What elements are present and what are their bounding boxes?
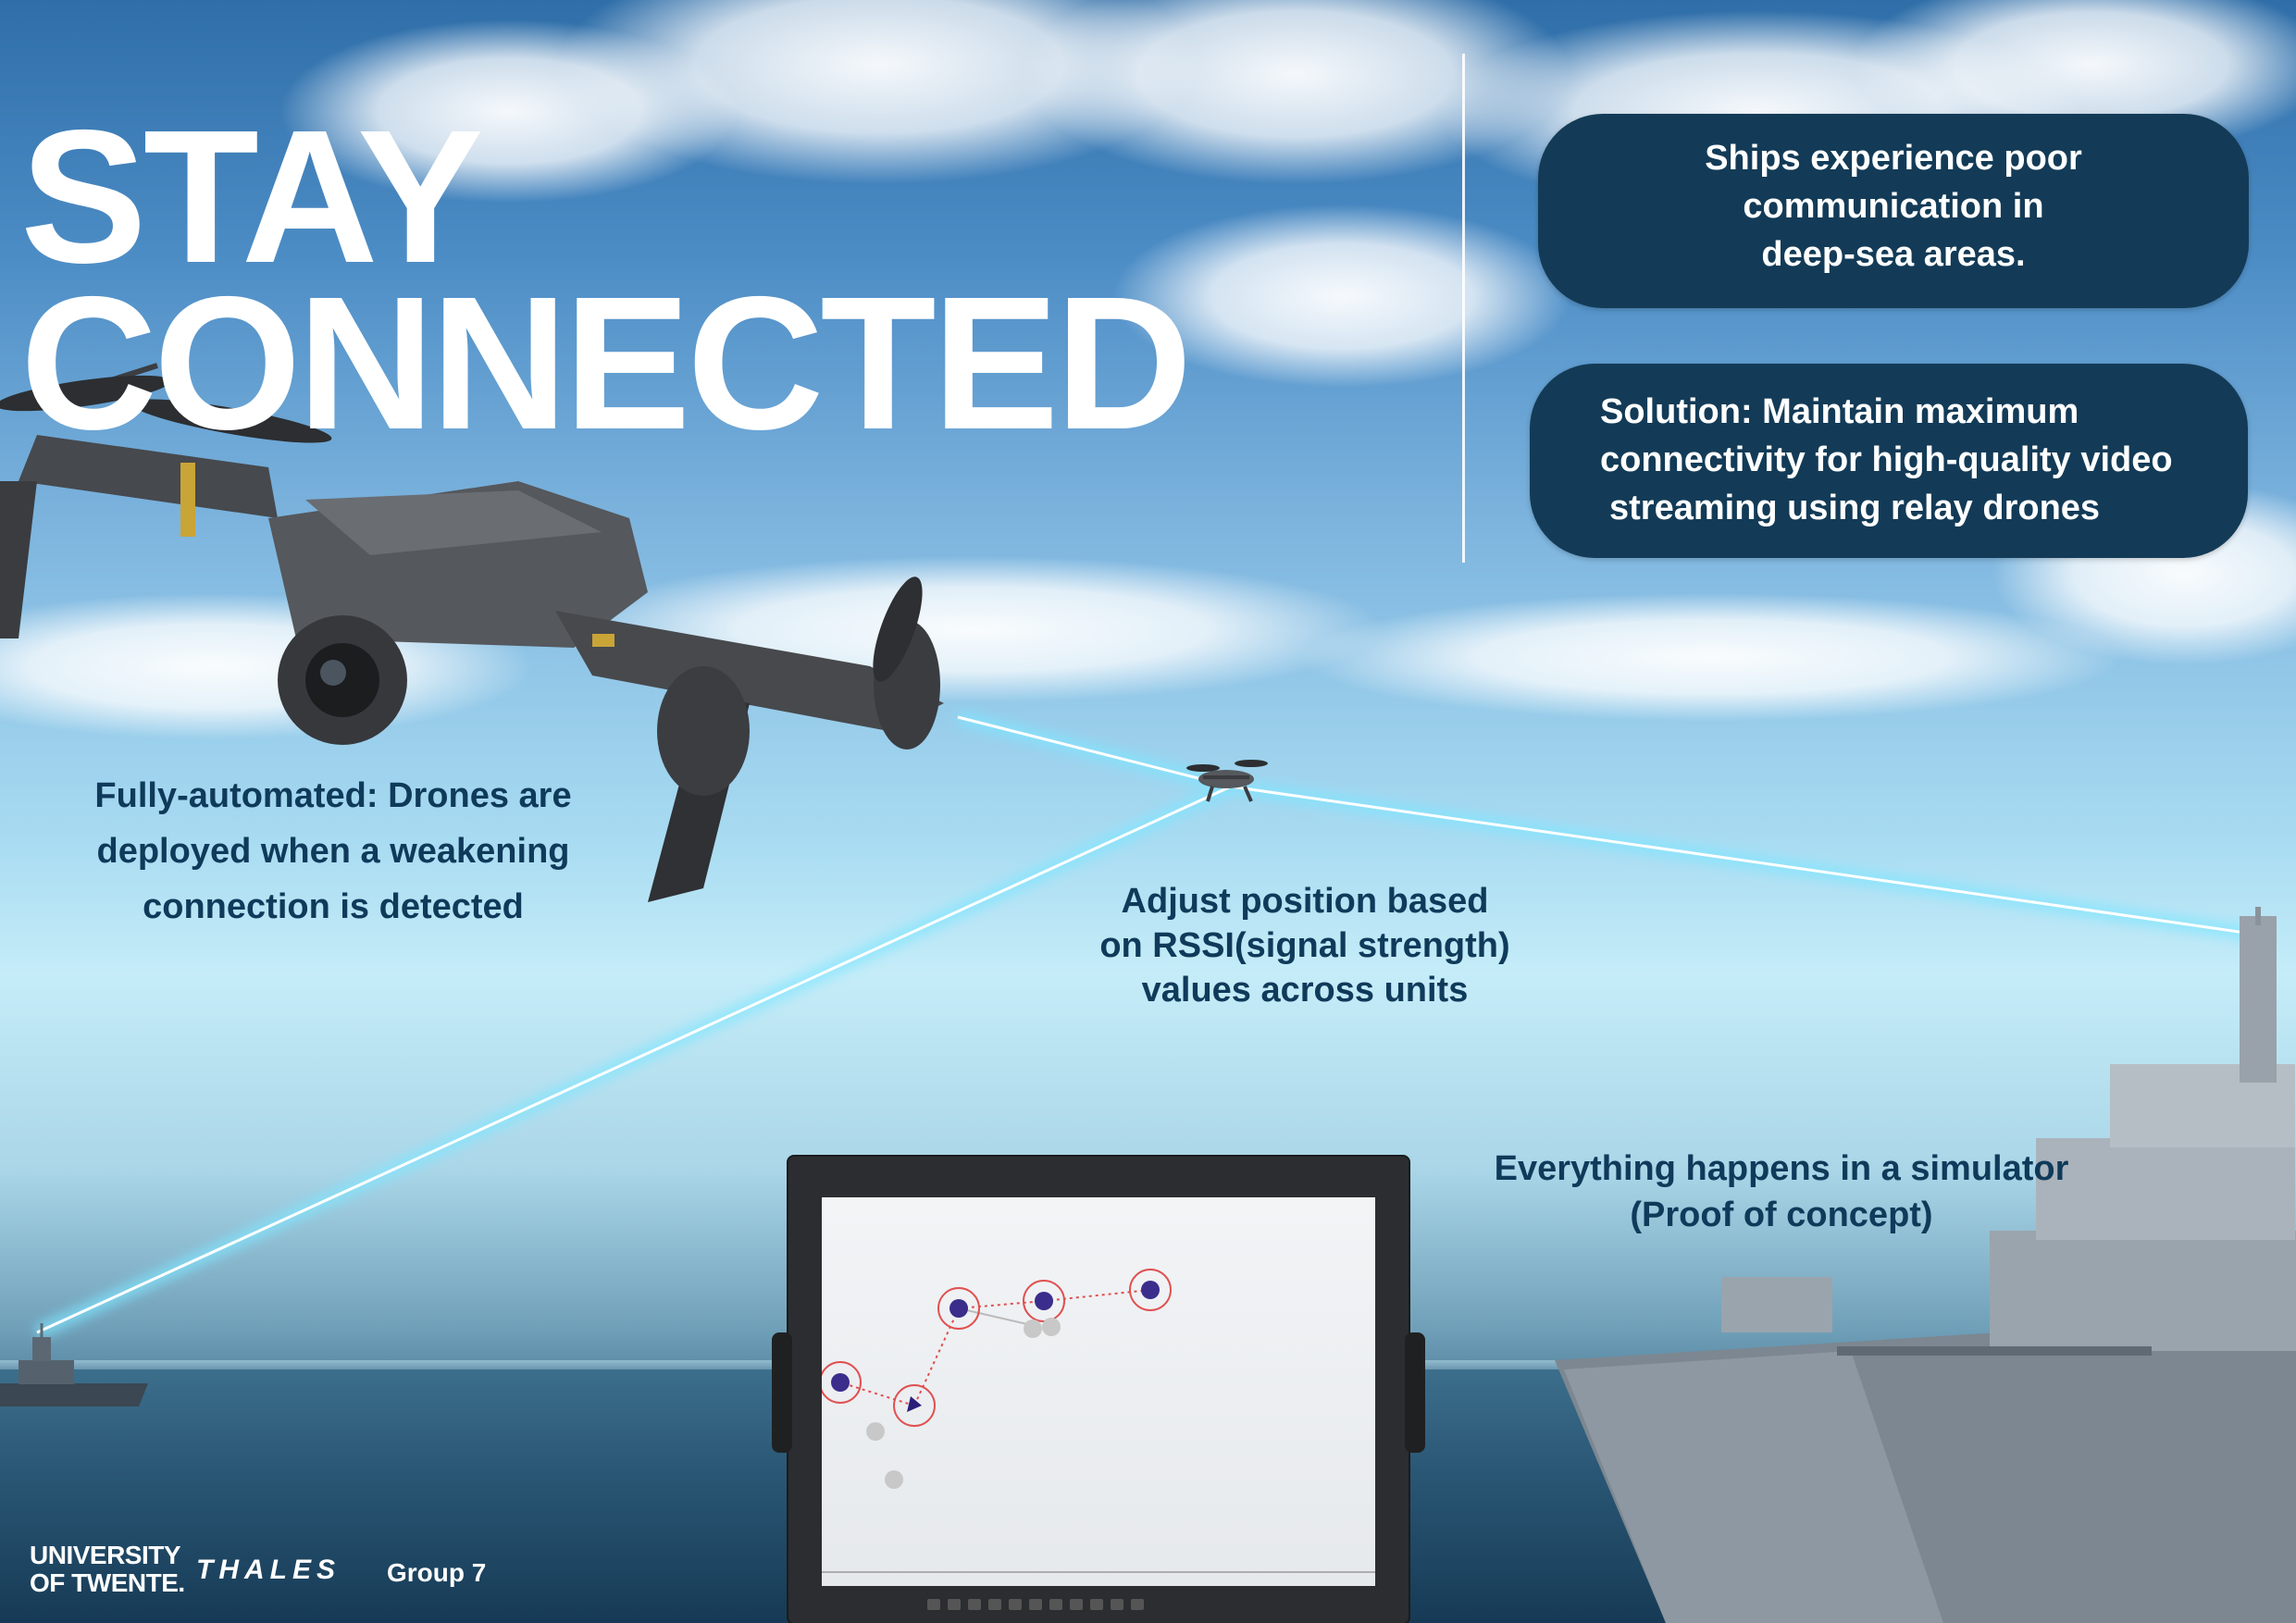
monitor-handle	[772, 1332, 792, 1453]
ghost-node	[1024, 1319, 1042, 1338]
cloud	[278, 19, 740, 204]
problem-line: deep-sea areas.	[1761, 235, 2026, 274]
drone-node	[819, 1361, 862, 1404]
cloud	[1296, 592, 2128, 722]
simulator-screen	[819, 1197, 1375, 1586]
beam-drone-to-relay	[957, 715, 1232, 788]
monitor-icon	[772, 1157, 1425, 1623]
rssi-line: Adjust position based	[1121, 882, 1489, 921]
rssi-caption: Adjust position based on RSSI(signal str…	[1036, 879, 1573, 1012]
group-label: Group 7	[387, 1558, 487, 1587]
university-line: UNIVERSITY	[30, 1541, 181, 1569]
divider-line	[1462, 54, 1465, 563]
university-line: OF TWENTE.	[30, 1568, 185, 1597]
simulator-visualization	[819, 1269, 1375, 1573]
drone-icon	[0, 363, 944, 902]
automation-line: Fully-automated: Drones are	[94, 776, 572, 815]
solution-line: connectivity for high-quality video	[1600, 440, 2173, 479]
simulator-line: (Proof of concept)	[1630, 1196, 1933, 1234]
rssi-line: values across units	[1141, 971, 1469, 1010]
solution-line: streaming using relay drones	[1609, 489, 2101, 527]
drone-node	[1129, 1269, 1172, 1311]
monitor-handle	[1405, 1332, 1425, 1453]
small-drone-icon	[1186, 760, 1268, 802]
monitor-controls	[927, 1599, 1270, 1612]
ghost-node	[885, 1470, 903, 1489]
drone-node	[937, 1287, 980, 1330]
automation-caption: Fully-automated: Drones are deployed whe…	[37, 768, 629, 935]
simulator-caption: Everything happens in a simulator (Proof…	[1444, 1146, 2119, 1238]
automation-line: connection is detected	[143, 887, 524, 926]
ship-icon	[0, 1323, 148, 1406]
problem-line: Ships experience poor	[1705, 139, 2082, 178]
ghost-node	[1042, 1318, 1061, 1336]
headline-line-2: CONNECTED	[20, 257, 1192, 469]
solution-callout: Solution: Maintain maximum connectivity …	[1530, 364, 2248, 558]
ship-node	[893, 1384, 936, 1427]
cloud	[1111, 204, 1573, 389]
rssi-line: on RSSI(signal strength)	[1099, 926, 1510, 965]
problem-line: communication in	[1743, 187, 2044, 226]
warship-icon	[1555, 907, 2296, 1623]
solution-line: Solution: Maintain maximum	[1600, 392, 2079, 431]
simulator-line: Everything happens in a simulator	[1494, 1149, 2069, 1188]
headline-line-1: STAY	[20, 91, 484, 303]
problem-callout: Ships experience poor communication in d…	[1538, 114, 2249, 308]
university-logo: UNIVERSITY OF TWENTE.	[30, 1542, 185, 1597]
beam-relay-to-warship	[1230, 785, 2259, 936]
beam-relay-to-ship	[36, 785, 1232, 1334]
automation-line: deployed when a weakening	[96, 832, 570, 871]
ghost-node	[866, 1422, 885, 1441]
partner-logo: THALES	[196, 1555, 341, 1585]
drone-node	[1023, 1280, 1065, 1322]
